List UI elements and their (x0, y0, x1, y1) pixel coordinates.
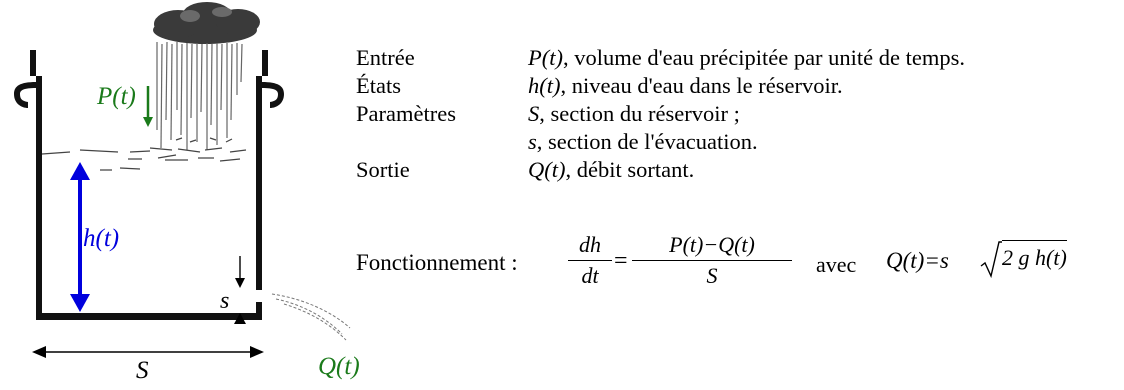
level-arrow (70, 162, 90, 312)
water-surface (41, 137, 247, 171)
tank-section-label: S (136, 357, 149, 384)
balance-denominator: S (706, 263, 718, 288)
definition-term: Sortie (356, 157, 410, 182)
definition-desc: S, section du réservoir ; (528, 100, 740, 128)
outflow-spray-icon (271, 293, 351, 341)
definition-desc: h(t), niveau d'eau dans le réservoir. (528, 72, 843, 100)
definition-row: Entrée P(t), volume d'eau précipitée par… (356, 44, 965, 72)
definition-text: , niveau d'eau dans le réservoir. (560, 73, 843, 98)
definition-desc: s, section de l'évacuation. (528, 128, 758, 156)
equation-connector: avec (816, 252, 857, 277)
outflow-label: Q(t) (318, 353, 360, 380)
tank-diagram: P(t) h(t) s S Q(t) (0, 0, 400, 385)
definition-symbol: S (528, 101, 540, 126)
definition-row: s, section de l'évacuation. (356, 128, 965, 156)
inflow-label: P(t) (96, 83, 136, 110)
definition-term (356, 128, 528, 156)
outlet-arrow-bottom (234, 313, 246, 324)
definition-symbol: h(t) (528, 73, 561, 98)
derivative-denominator: dt (581, 263, 599, 288)
outflow-law-lhs: Q(t)=s (886, 248, 949, 273)
definition-desc: P(t), volume d'eau précipitée par unité … (528, 44, 965, 72)
definition-symbol: P(t) (528, 45, 563, 70)
definition-term: Entrée (356, 45, 415, 70)
definitions-list: Entrée P(t), volume d'eau précipitée par… (356, 44, 965, 184)
rain-icon (156, 41, 243, 150)
level-label: h(t) (83, 225, 119, 252)
balance-fraction: P(t)−Q(t) S (632, 230, 792, 291)
equation-label: Fonctionnement : (356, 250, 518, 275)
derivative-fraction: dh dt (568, 230, 612, 291)
definition-desc: Q(t), débit sortant. (528, 156, 694, 184)
definition-symbol: Q(t) (528, 157, 566, 182)
model-equation: Fonctionnement : dh dt = P(t)−Q(t) S ave… (356, 226, 1116, 302)
outlet-section-label: s (220, 288, 229, 314)
width-arrow (32, 346, 264, 358)
definition-row: États h(t), niveau d'eau dans le réservo… (356, 72, 965, 100)
definition-term: Paramètres (356, 101, 456, 126)
fraction-bar (632, 260, 792, 261)
fraction-bar (568, 260, 612, 261)
definition-text: , section du réservoir ; (539, 101, 740, 126)
definition-symbol: s (528, 129, 537, 154)
definition-row: Paramètres S, section du réservoir ; (356, 100, 965, 128)
definition-text: , section de l'évacuation. (536, 129, 758, 154)
tank-outline (14, 50, 284, 320)
definition-row: Sortie Q(t), débit sortant. (356, 156, 965, 184)
rain-cloud-icon (153, 2, 260, 44)
equals-sign: = (614, 248, 628, 274)
definition-term: États (356, 73, 401, 98)
sqrt-radicand: 2 g h(t) (1002, 240, 1067, 271)
definition-text: , débit sortant. (565, 157, 695, 182)
definition-text: , volume d'eau précipitée par unité de t… (562, 45, 966, 70)
derivative-numerator: dh (579, 232, 601, 257)
sqrt-sign (980, 241, 1002, 279)
balance-numerator: P(t)−Q(t) (669, 232, 755, 257)
